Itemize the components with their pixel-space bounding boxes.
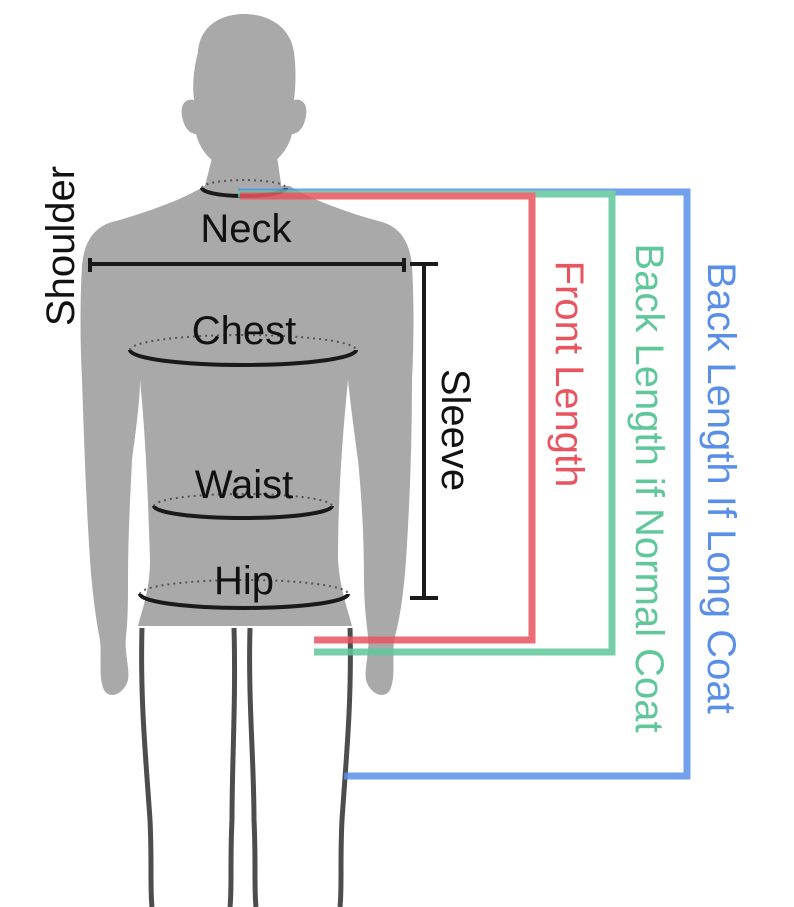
label-shoulder: Shoulder [39,166,83,326]
neck-measure-back [201,179,287,189]
length-bracket-lines [238,188,691,780]
label-waist: Waist [195,463,294,507]
leg-outline-right-inner [247,627,259,907]
neck-shape [204,150,282,190]
legs-outline [139,627,353,907]
chest-measure-front [128,349,358,367]
head-shape [181,14,307,166]
hip-measure-back [139,579,349,595]
measurement-labels: Neck Chest Waist Hip Shoulder Sleeve Fro… [39,166,743,733]
front-length-line [240,192,536,644]
label-back-length-normal: Back Length if Normal Coat [627,243,671,732]
torso-shape [80,186,414,695]
label-sleeve: Sleeve [433,369,477,491]
label-chest: Chest [192,309,297,353]
chest-measure-back [129,334,357,351]
leg-outline-left-inner [227,627,238,907]
label-back-length-long: Back Length If Long Coat [699,262,743,713]
waist-measure-back [153,493,333,507]
body-silhouette [80,14,414,695]
waist-measure-front [152,505,334,520]
leg-outline-left-outer [139,627,155,907]
hip-measure-front [138,593,350,610]
leg-outline-right-outer [337,627,353,907]
label-neck: Neck [200,207,292,251]
straight-measure-lines [88,258,438,600]
label-hip: Hip [214,559,274,603]
label-front-length: Front Length [547,261,591,488]
